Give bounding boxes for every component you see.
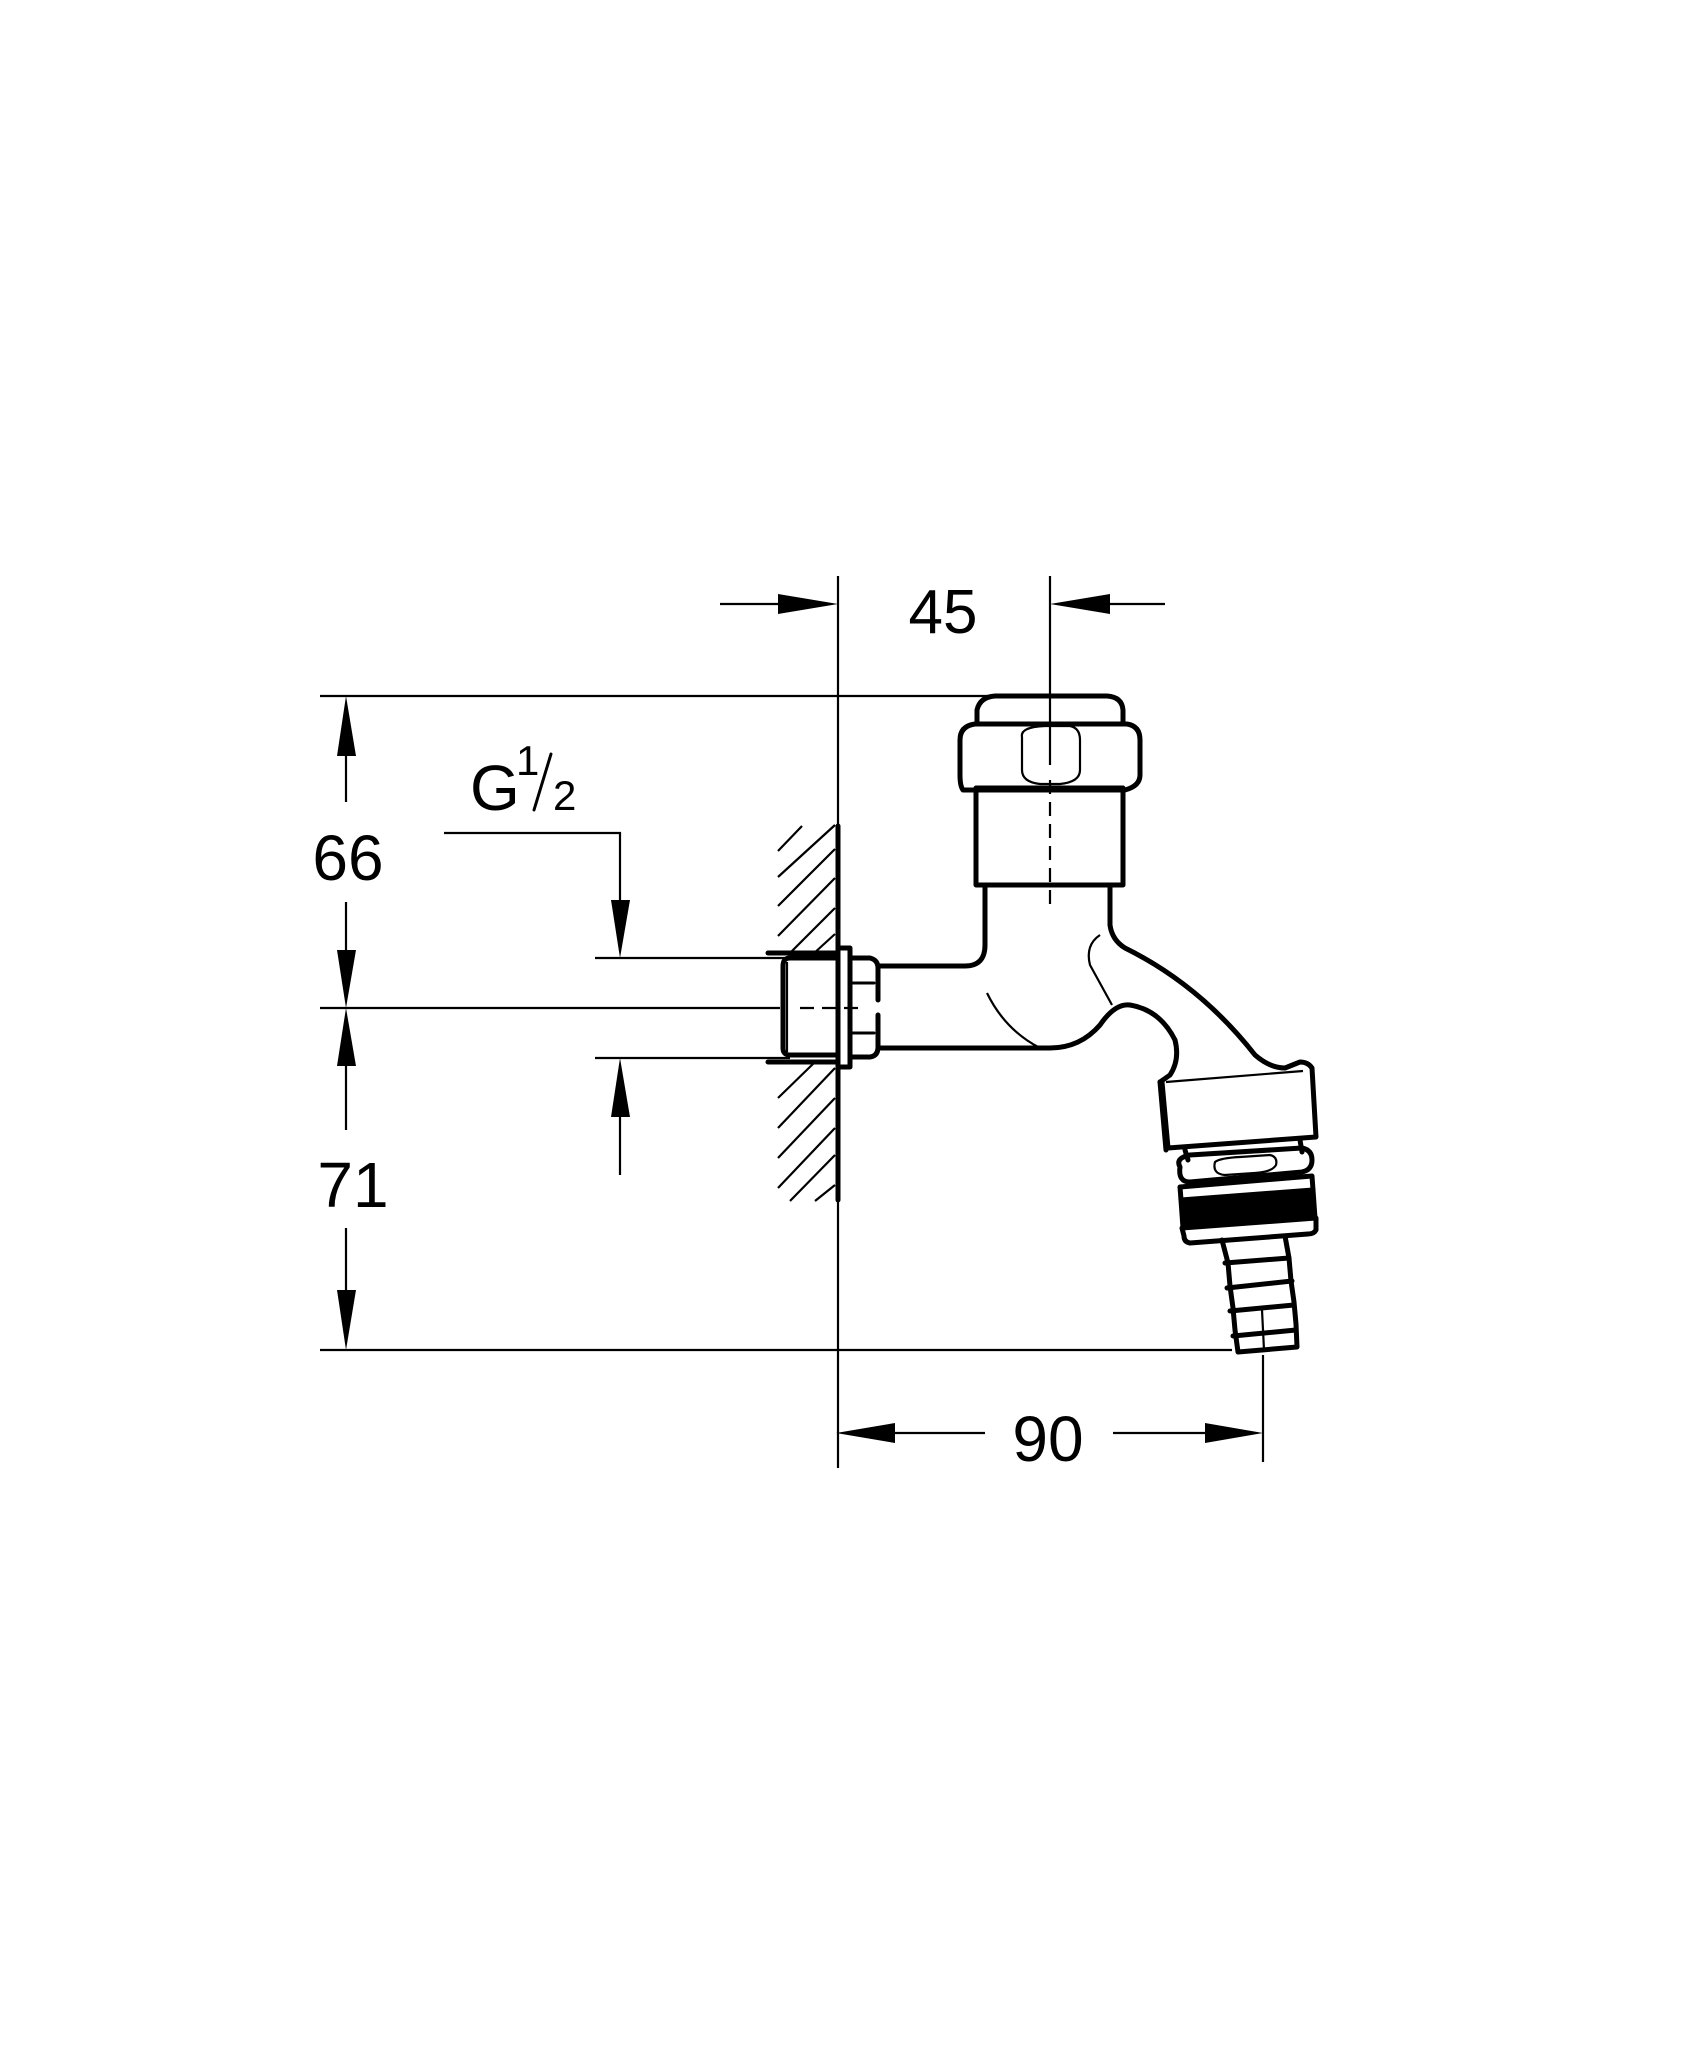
arrow-down-icon bbox=[337, 950, 356, 1008]
dimension-90: 90 bbox=[836, 1403, 1263, 1475]
dimension-66-label: 66 bbox=[312, 822, 383, 894]
hose-connector bbox=[1157, 1059, 1319, 1355]
arrow-up-icon bbox=[337, 696, 356, 756]
dimension-45-label: 45 bbox=[909, 578, 978, 647]
arrow-down-icon bbox=[337, 1290, 356, 1350]
arrow-left-icon bbox=[1050, 594, 1110, 614]
dimension-71-label: 71 bbox=[317, 1149, 388, 1221]
dimension-90-label: 90 bbox=[1012, 1403, 1083, 1475]
thread-leader bbox=[444, 831, 622, 900]
fraction-slash bbox=[532, 752, 553, 812]
dimension-66: 66 bbox=[312, 696, 384, 1008]
arrow-up-icon bbox=[611, 1058, 630, 1117]
thread-denominator: 2 bbox=[553, 772, 576, 819]
arrow-right-icon bbox=[778, 594, 838, 614]
dimension-71: 71 bbox=[317, 1008, 389, 1350]
inlet-fitting bbox=[765, 945, 881, 1070]
arrow-down-icon bbox=[611, 900, 630, 958]
arrow-right-icon bbox=[1205, 1423, 1263, 1443]
thread-prefix: G bbox=[470, 752, 520, 824]
thread-numerator: 1 bbox=[516, 737, 539, 784]
tap-body bbox=[875, 693, 1288, 1085]
dimension-45: 45 bbox=[720, 578, 1165, 647]
arrow-left-icon bbox=[836, 1423, 895, 1443]
thread-callout: G 1 2 bbox=[444, 737, 790, 1175]
arrow-up-icon bbox=[337, 1008, 356, 1066]
